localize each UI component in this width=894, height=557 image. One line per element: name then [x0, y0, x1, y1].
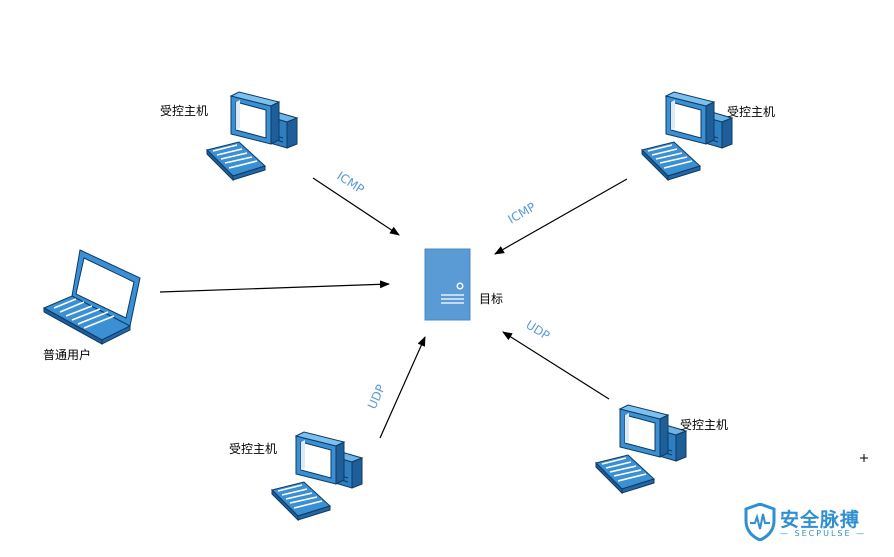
edge-bottom-left [379, 336, 426, 439]
edge-label-bottom-left: UDP [365, 382, 388, 411]
label-host-top-left: 受控主机 [160, 104, 209, 118]
logo-subtitle: — SECPULSE — [780, 529, 867, 538]
edge-top-right [494, 178, 628, 255]
edge-laptop [159, 280, 390, 293]
laptop-user-icon [43, 249, 141, 345]
host-top-left-icon [206, 91, 298, 181]
label-host-bottom-left: 受控主机 [229, 442, 278, 456]
logo-text: 安全脉搏 [780, 509, 861, 531]
edge-label-top-left: ICMP [334, 169, 366, 197]
edge-label-top-right: ICMP [506, 200, 539, 227]
secpulse-logo: 安全脉搏 — SECPULSE — [744, 503, 884, 543]
label-laptop-user: 普通用户 [43, 348, 92, 362]
crosshair-icon [860, 454, 868, 462]
label-host-bottom-right: 受控主机 [680, 418, 729, 432]
label-host-top-right: 受控主机 [727, 105, 776, 119]
edge-bottom-right [502, 331, 610, 400]
edge-label-bottom-right: UDP [523, 318, 552, 343]
edge-top-left [312, 177, 400, 236]
host-bottom-right-icon [595, 404, 687, 494]
host-top-right-icon [641, 91, 733, 181]
host-bottom-left-icon [271, 431, 363, 521]
shield-pulse-icon [744, 503, 776, 541]
label-target: 目标 [479, 292, 504, 306]
server-icon [424, 248, 471, 321]
